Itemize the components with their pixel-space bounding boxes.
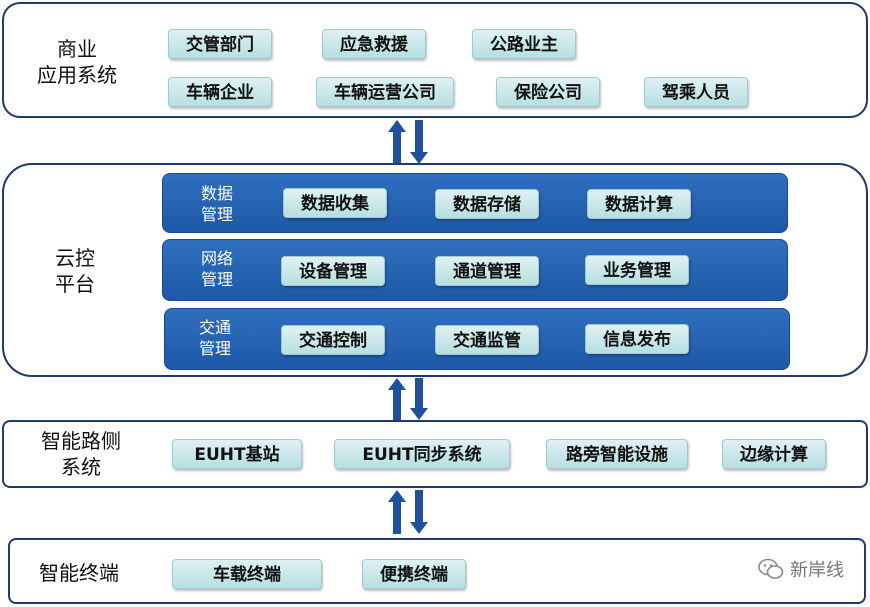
box-device-mgmt: 设备管理 bbox=[281, 256, 385, 286]
box-traffic-monitor: 交通监管 bbox=[435, 325, 539, 355]
band-label-traffic: 交通 管理 bbox=[198, 318, 231, 358]
band-label-network: 网络 管理 bbox=[200, 249, 233, 289]
terminal-title: 智能终端 bbox=[39, 561, 119, 585]
band-traffic-management: 交通 管理 交通控制 交通监管 信息发布 bbox=[164, 308, 790, 370]
box-vehicle-operator: 车辆运营公司 bbox=[316, 77, 454, 107]
box-data-compute: 数据计算 bbox=[587, 189, 691, 219]
wechat-icon bbox=[758, 558, 784, 579]
terminal-section: 智能终端 车载终端 便携终端 bbox=[8, 538, 866, 604]
box-business-mgmt: 业务管理 bbox=[585, 255, 689, 285]
band-network-management: 网络 管理 设备管理 通道管理 业务管理 bbox=[162, 239, 788, 301]
bidirectional-arrow-3 bbox=[388, 490, 428, 534]
box-data-collect: 数据收集 bbox=[283, 188, 387, 218]
box-edge-computing: 边缘计算 bbox=[722, 439, 826, 469]
roadside-title: 智能路侧 系统 bbox=[41, 429, 121, 479]
band-label-data: 数据 管理 bbox=[200, 184, 233, 224]
commerce-app-section: 商业 应用系统 交管部门 应急救援 公路业主 车辆企业 车辆运营公司 保险公司 … bbox=[2, 2, 868, 118]
box-data-storage: 数据存储 bbox=[435, 189, 539, 219]
box-vehicle-terminal: 车载终端 bbox=[172, 559, 322, 589]
box-euht-sync-system: EUHT同步系统 bbox=[334, 439, 510, 469]
box-portable-terminal: 便携终端 bbox=[362, 559, 466, 589]
box-road-owner: 公路业主 bbox=[472, 29, 576, 59]
box-passengers: 驾乘人员 bbox=[644, 77, 748, 107]
box-emergency-rescue: 应急救援 bbox=[322, 29, 426, 59]
commerce-app-title: 商业 应用系统 bbox=[37, 37, 117, 87]
box-roadside-facilities: 路旁智能设施 bbox=[546, 439, 688, 469]
roadside-section: 智能路侧 系统 EUHT基站 EUHT同步系统 路旁智能设施 边缘计算 bbox=[2, 420, 868, 488]
box-traffic-dept: 交管部门 bbox=[168, 29, 272, 59]
cloud-platform-title: 云控 平台 bbox=[55, 246, 95, 296]
watermark: 新岸线 bbox=[758, 556, 844, 582]
box-vehicle-company: 车辆企业 bbox=[168, 77, 272, 107]
bidirectional-arrow-2 bbox=[388, 378, 428, 420]
box-channel-mgmt: 通道管理 bbox=[435, 256, 539, 286]
watermark-text: 新岸线 bbox=[790, 560, 844, 581]
box-insurance: 保险公司 bbox=[496, 77, 600, 107]
box-info-publish: 信息发布 bbox=[585, 324, 689, 354]
bidirectional-arrow-1 bbox=[388, 120, 428, 164]
band-data-management: 数据 管理 数据收集 数据存储 数据计算 bbox=[162, 173, 788, 233]
box-euht-base-station: EUHT基站 bbox=[172, 439, 302, 469]
cloud-platform-section: 云控 平台 数据 管理 数据收集 数据存储 数据计算 网络 管理 设备管理 通道… bbox=[2, 163, 868, 377]
box-traffic-control: 交通控制 bbox=[281, 325, 385, 355]
